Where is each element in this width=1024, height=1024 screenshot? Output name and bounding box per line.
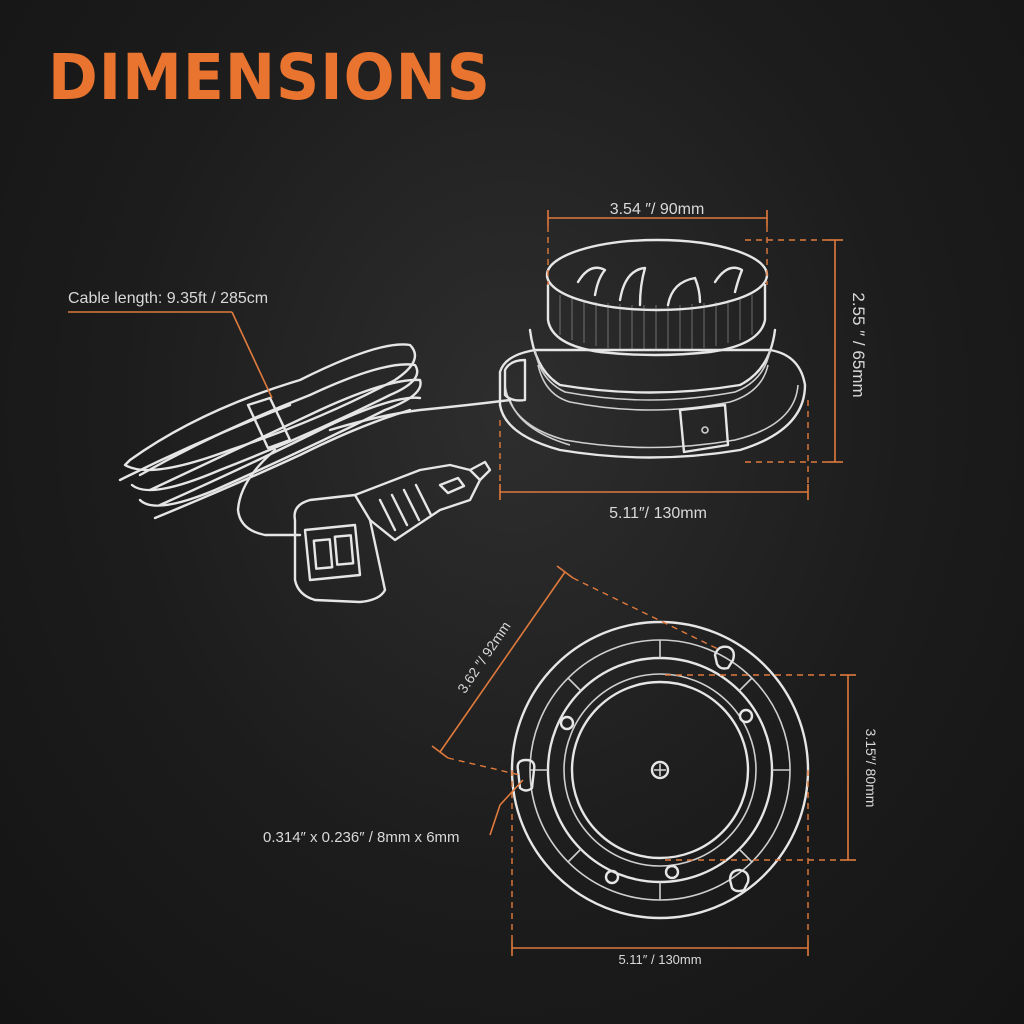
inner-height-label: 3.15″/ 80mm (863, 729, 879, 808)
beacon-side-view (498, 238, 807, 459)
diagonal-label: 3.62 ″/ 92mm (454, 618, 514, 696)
cable-length-label: Cable length: 9.35ft / 285cm (68, 290, 268, 307)
side-dimensions: 3.54 ″/ 90mm 2.55 ″ / 65mm 5.11″/ 130mm … (68, 201, 868, 522)
slot-size-label: 0.314″ x 0.236″ / 8mm x 6mm (263, 829, 460, 846)
base-width-side-label: 5.11″/ 130mm (609, 505, 707, 522)
cigarette-plug (293, 460, 492, 604)
base-width-bottom-label: 5.11″ / 130mm (618, 952, 701, 967)
page-title: DIMENSIONS (48, 41, 492, 115)
cable-coil (118, 343, 512, 537)
beacon-bottom-view (510, 620, 810, 920)
top-width-label: 3.54 ″/ 90mm (610, 201, 705, 218)
height-label: 2.55 ″ / 65mm (849, 292, 868, 397)
